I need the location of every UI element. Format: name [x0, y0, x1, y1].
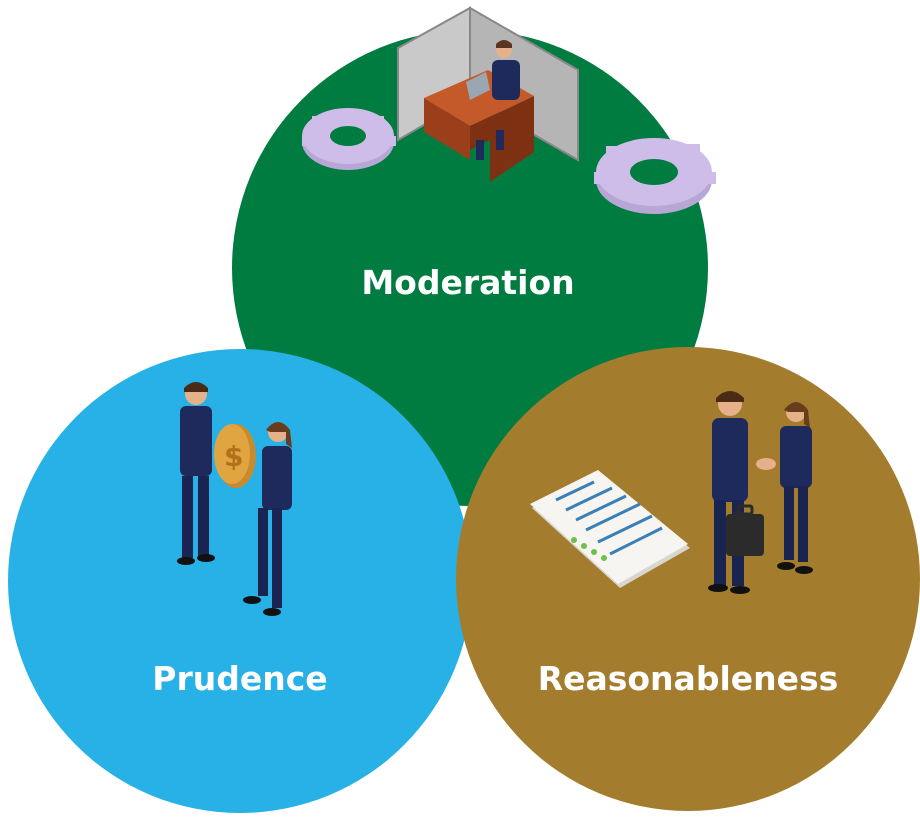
reasonableness-circle — [456, 347, 920, 811]
gear-icon — [302, 108, 396, 170]
reasonableness-label: Reasonableness — [538, 659, 839, 698]
svg-text:$: $ — [224, 440, 243, 473]
prudence-circle — [8, 349, 472, 813]
handshake-agreement-icon — [530, 391, 813, 594]
office-desk-worker-icon — [397, 6, 579, 182]
gear-icon — [594, 138, 716, 214]
prudence-label: Prudence — [152, 659, 327, 698]
moderation-label: Moderation — [361, 263, 574, 302]
coin-exchange-icon: $ — [177, 382, 292, 616]
